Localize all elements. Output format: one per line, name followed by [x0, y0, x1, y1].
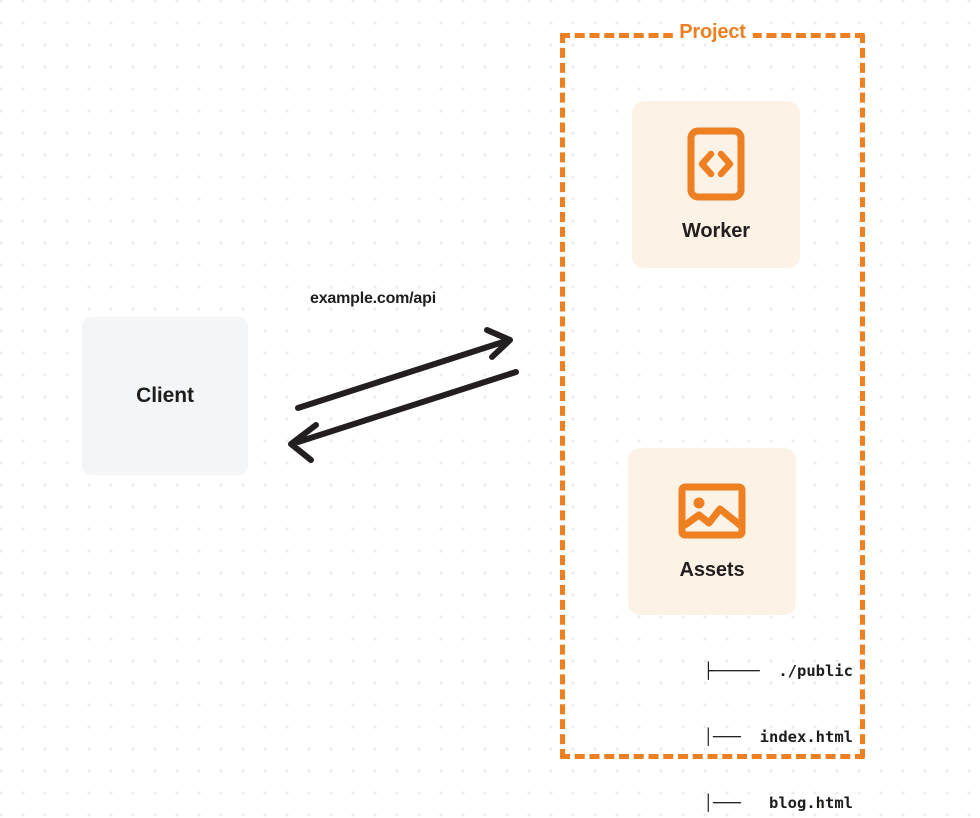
client-node[interactable]: Client — [82, 317, 248, 475]
assets-card-label: Assets — [679, 558, 745, 581]
worker-card-label: Worker — [682, 219, 750, 242]
code-brackets-icon — [687, 127, 745, 206]
tree-row: │─── blog.html — [647, 794, 853, 812]
client-node-label: Client — [136, 384, 194, 407]
tree-row: │─── index.html — [647, 728, 853, 746]
assets-file-tree: ├───── ./public │─── index.html │─── blo… — [608, 616, 853, 818]
tree-row: ├───── ./public — [703, 662, 853, 680]
request-arrow — [295, 327, 513, 411]
connection-label: example.com/api — [310, 290, 436, 307]
project-group[interactable]: Project Worker Assets — [560, 20, 865, 812]
response-arrow — [288, 369, 519, 463]
worker-card[interactable]: Worker — [632, 101, 800, 268]
assets-card[interactable]: Assets — [628, 448, 796, 615]
project-title: Project — [672, 20, 753, 44]
image-icon — [678, 482, 746, 545]
